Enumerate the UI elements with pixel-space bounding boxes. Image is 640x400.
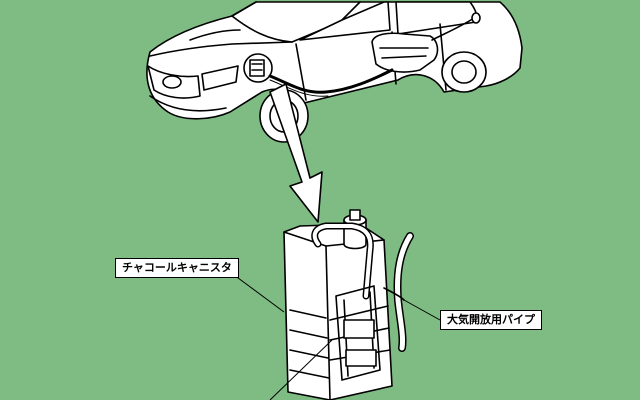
car-rear-wheel <box>441 51 487 93</box>
canister-location-circle <box>243 53 273 83</box>
car-side-window <box>299 1 391 41</box>
charcoal-canister-label: チャコールキャニスタ <box>115 258 239 278</box>
car-body <box>146 1 523 120</box>
canister-bracket <box>335 285 381 381</box>
car-hood <box>149 41 293 57</box>
car-emblem <box>162 75 182 89</box>
car-headlight <box>201 65 239 91</box>
fuel-filler-neck <box>431 17 475 41</box>
atmosphere-pipe-label: 大気開放用パイプ <box>440 310 542 330</box>
charcoal-canister-illustration <box>283 209 414 400</box>
canister-leader <box>229 271 285 313</box>
car-illustration <box>146 1 523 143</box>
evap-line <box>268 68 394 94</box>
bottom-leader <box>269 339 333 400</box>
pipe-leader <box>403 299 441 321</box>
leader-lines <box>229 271 441 400</box>
zoom-arrow <box>269 83 323 223</box>
